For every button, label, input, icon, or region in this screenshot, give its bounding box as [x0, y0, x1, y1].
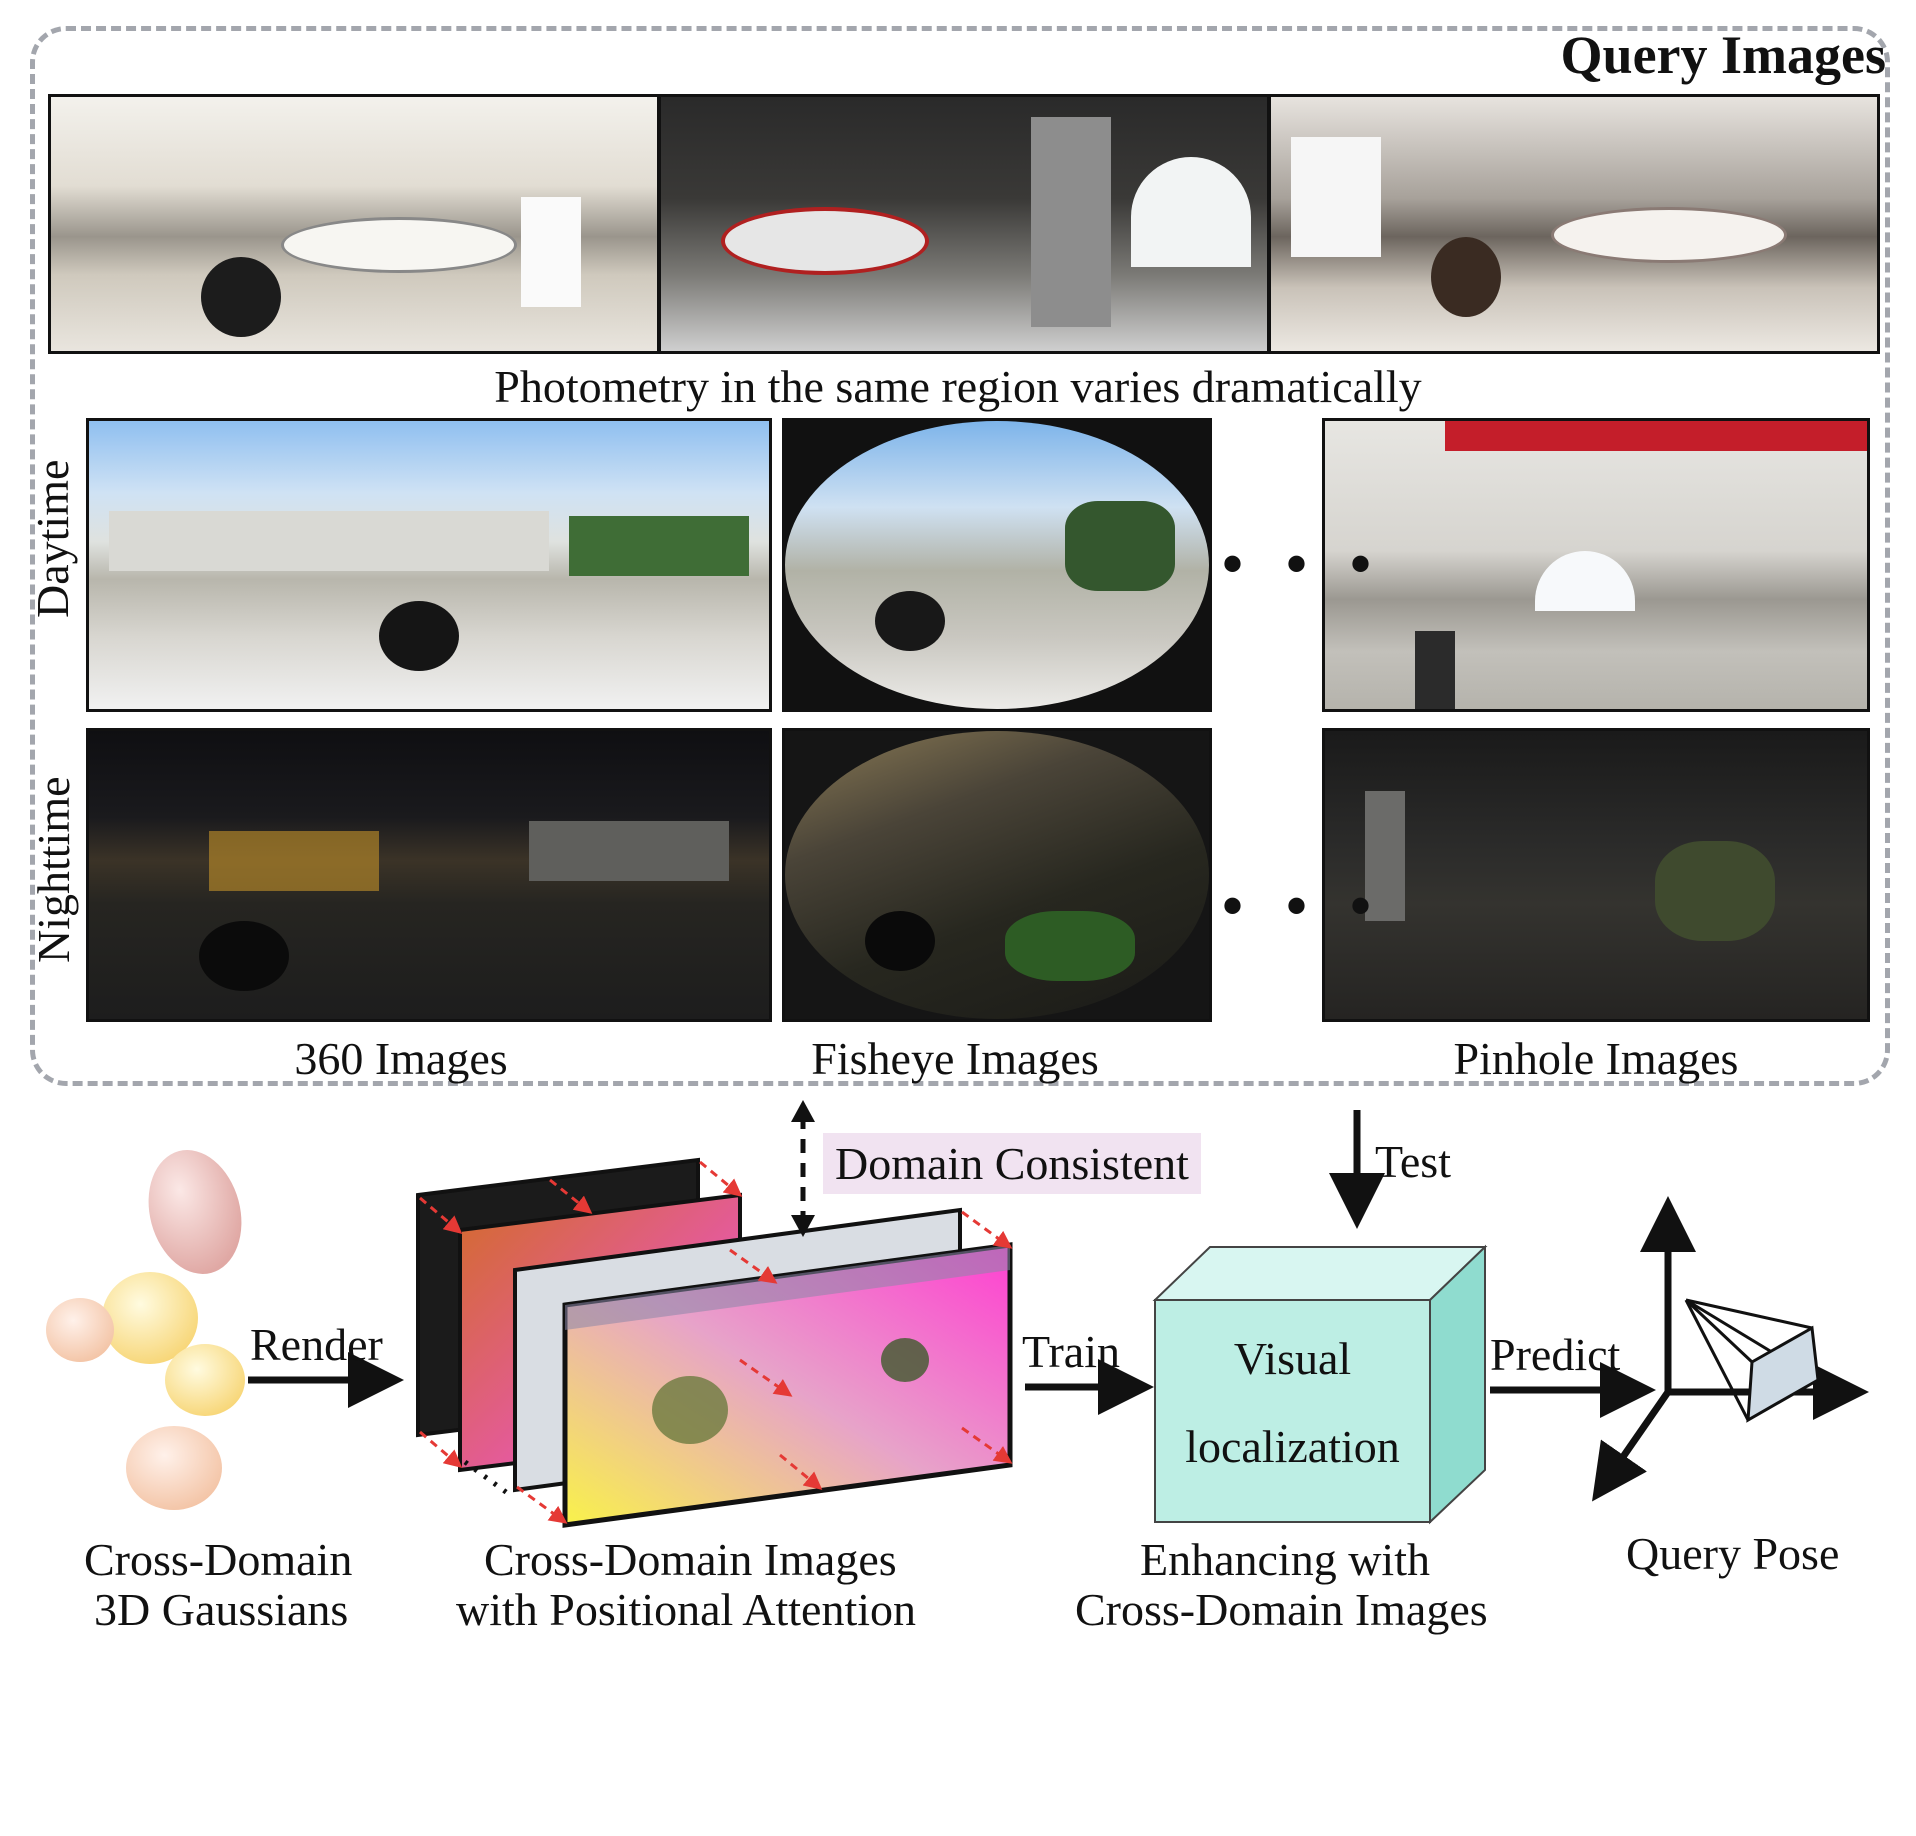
predict-label: Predict [1490, 1329, 1621, 1380]
gaussian-yellow-large [102, 1272, 198, 1364]
images-caption-line1: Cross-Domain Images [484, 1534, 897, 1585]
day-fisheye-photo [782, 418, 1212, 712]
box-caption-line1: Enhancing with [1140, 1534, 1430, 1585]
query-images-title: Query Images [1560, 25, 1886, 85]
panorama-evening-photo [1268, 94, 1880, 354]
render-label: Render [250, 1319, 383, 1370]
day-360-photo [86, 418, 772, 712]
photometry-caption: Photometry in the same region varies dra… [494, 361, 1422, 412]
gaussian-ellipsoids [46, 1150, 245, 1510]
train-label: Train [1022, 1326, 1120, 1377]
gaussians-caption-line1: Cross-Domain [84, 1534, 353, 1585]
night-fisheye-photo [782, 728, 1212, 1022]
caption-pinhole-images: Pinhole Images [1453, 1033, 1739, 1084]
gaussian-peach [126, 1426, 222, 1510]
caption-360-images: 360 Images [294, 1033, 508, 1084]
query-images-frame [30, 26, 1890, 1086]
panorama-day-photo [48, 94, 660, 354]
images-caption-line2: with Positional Attention [456, 1584, 917, 1635]
panorama-night-photo [658, 94, 1270, 354]
gaussians-caption-line2: 3D Gaussians [94, 1584, 349, 1635]
visual-localization-line2: localization [1185, 1421, 1400, 1472]
visual-localization-box [1152, 1244, 1488, 1525]
caption-fisheye-images: Fisheye Images [811, 1033, 1099, 1084]
night-360-photo [86, 728, 772, 1022]
gaussian-peach-small [46, 1298, 114, 1362]
day-pinhole-photo [1322, 418, 1870, 712]
ellipsis-day: • • • [1222, 531, 1386, 597]
gaussian-red [148, 1150, 242, 1274]
camera-frustum [1684, 1298, 1820, 1423]
query-pose-axes [1592, 1196, 1869, 1502]
test-label: Test [1375, 1136, 1451, 1187]
ellipsis-night: • • • [1222, 873, 1386, 939]
query-pose-caption: Query Pose [1626, 1528, 1840, 1579]
domain-consistent-label: Domain Consistent [823, 1133, 1201, 1194]
box-caption-line2: Cross-Domain Images [1075, 1584, 1488, 1635]
visual-localization-line1: Visual [1233, 1333, 1352, 1384]
night-pinhole-photo [1322, 728, 1870, 1022]
cross-domain-image-stack [416, 1157, 1013, 1528]
gaussian-yellow-small [165, 1344, 245, 1416]
